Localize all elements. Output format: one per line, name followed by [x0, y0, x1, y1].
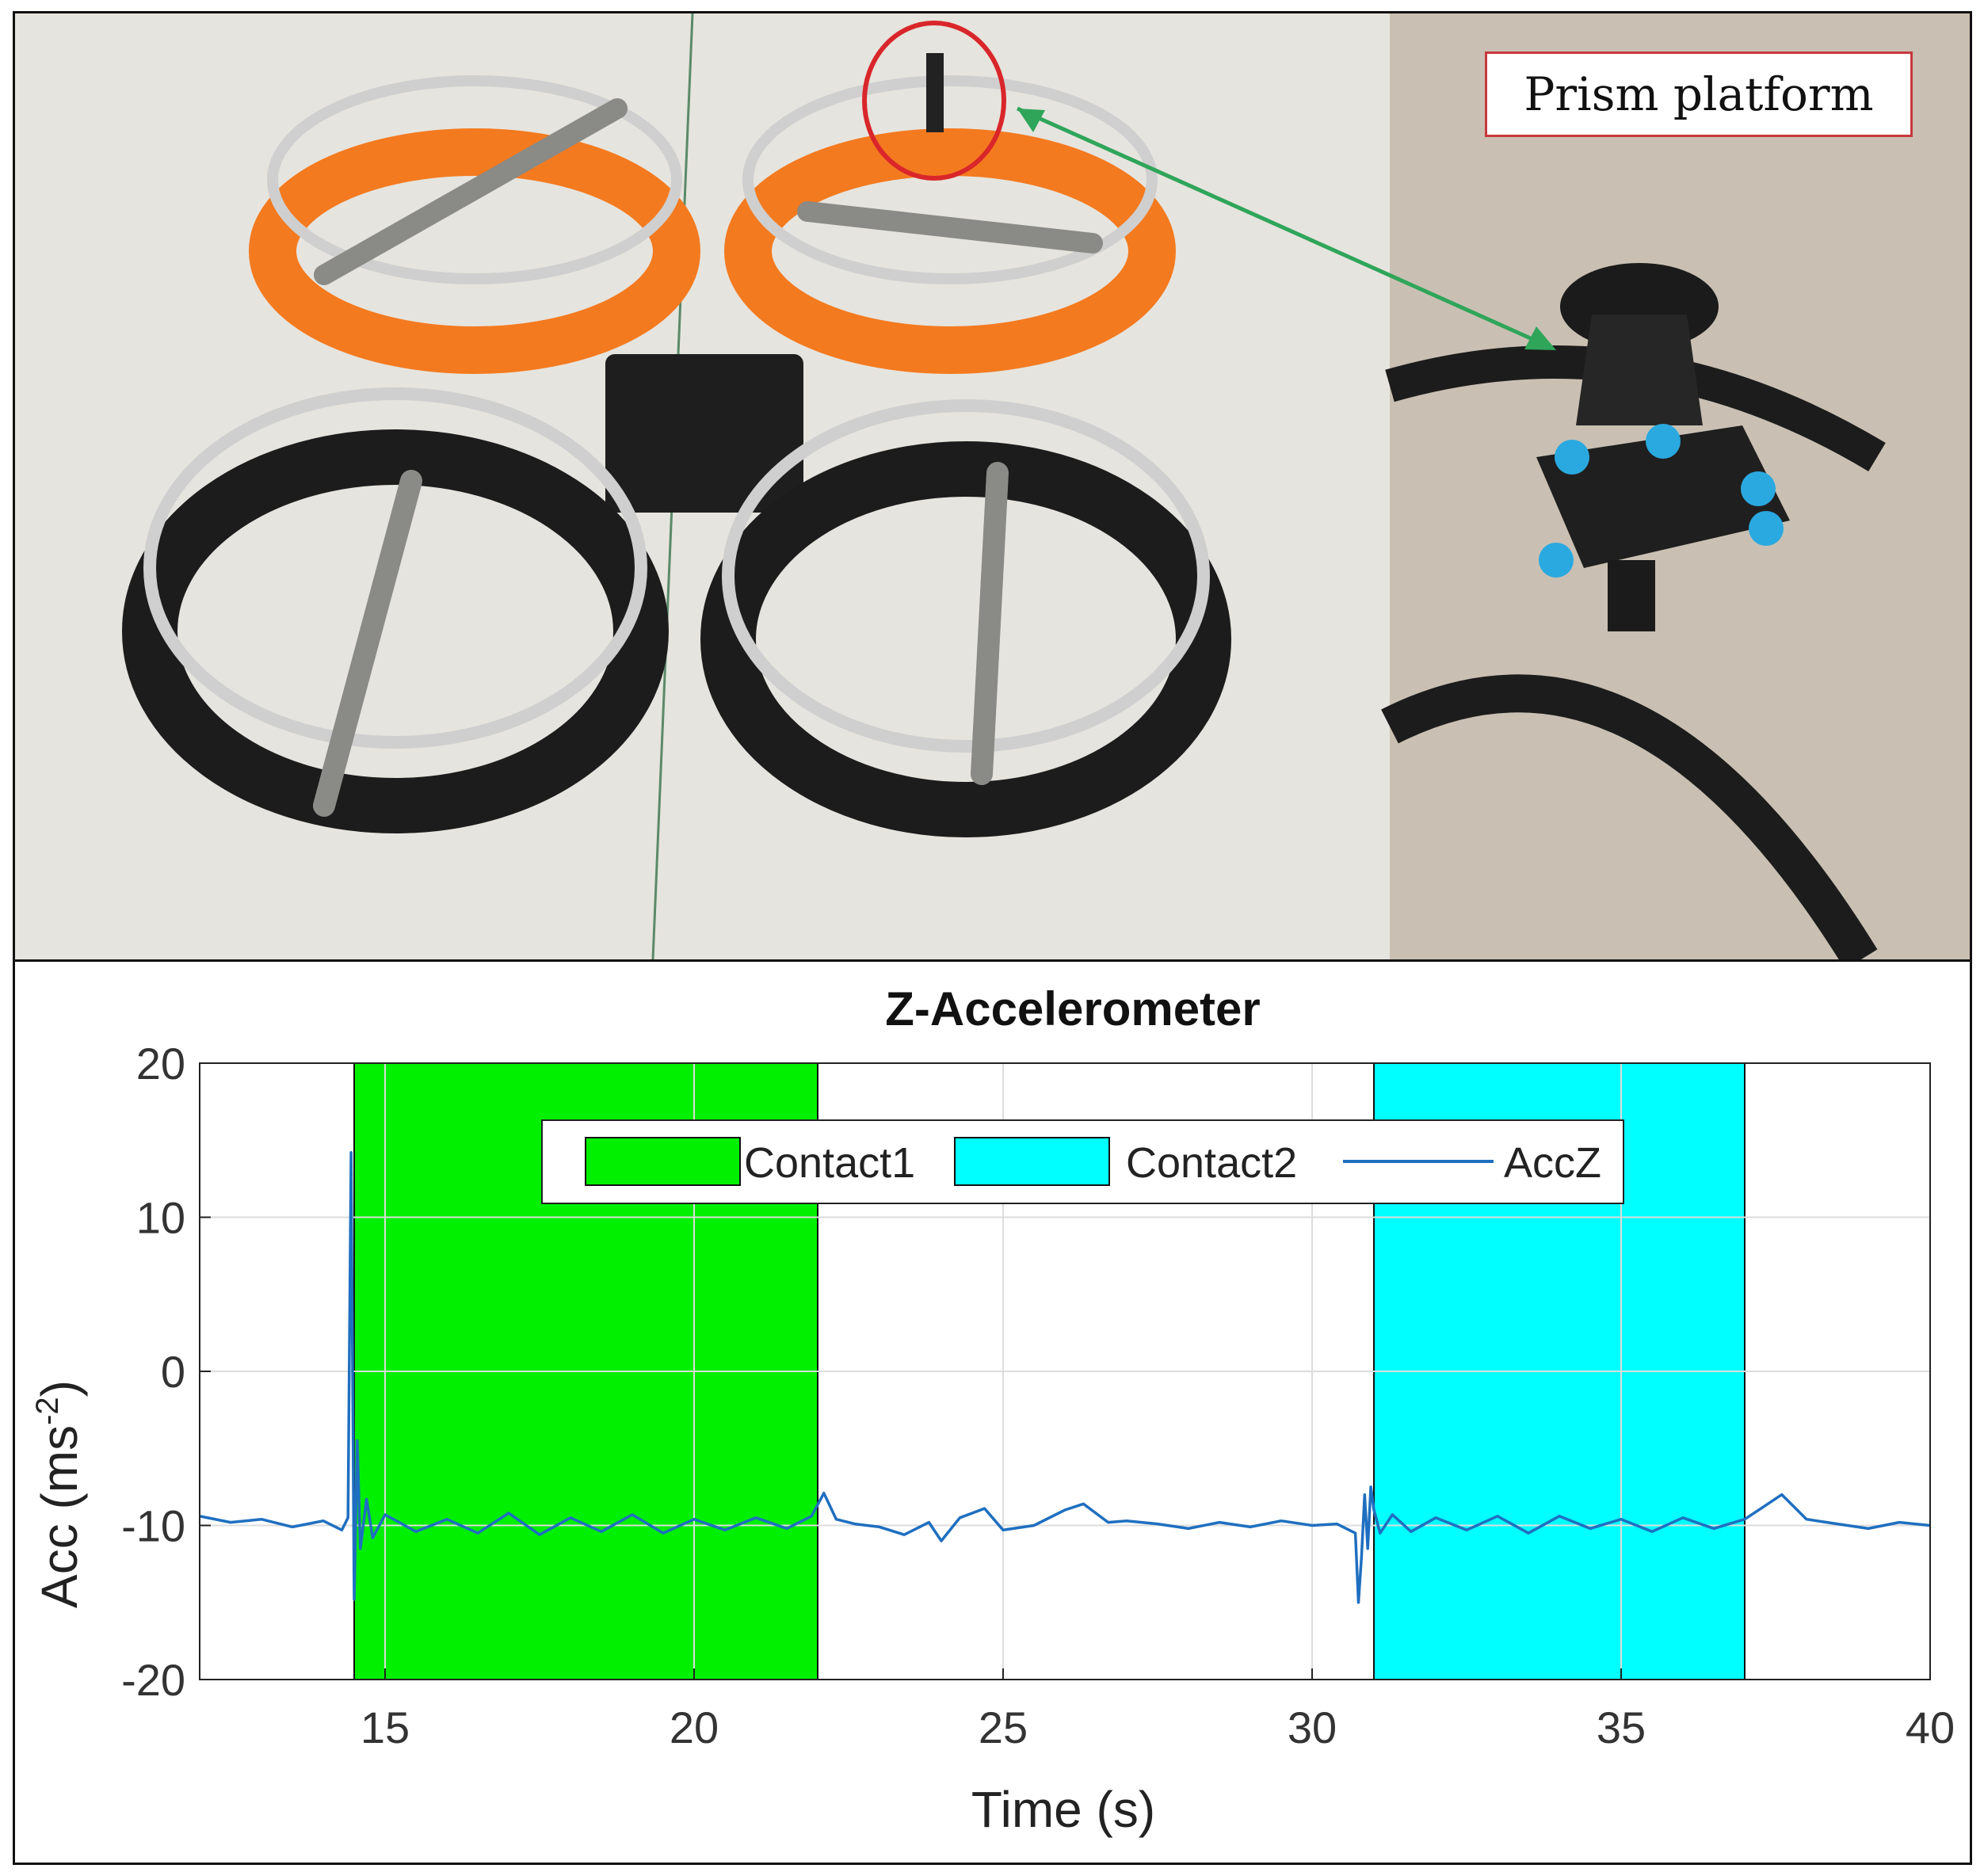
drone-photo-panel: Prism platform	[13, 11, 1972, 962]
y-axis-label: Acc (ms-2)	[30, 1380, 88, 1608]
prism-platform	[1536, 263, 1790, 631]
legend-swatch-contact1	[585, 1137, 741, 1186]
x-axis-label: Time (s)	[971, 1781, 1155, 1838]
legend-label-contact1: Contact1	[744, 1139, 915, 1187]
y-tick-label: -20	[121, 1655, 185, 1705]
y-axis-label-close: )	[31, 1380, 88, 1397]
drone-photo	[15, 13, 1970, 959]
rotor-guard-orange-left	[249, 75, 700, 374]
x-tick-label: 15	[361, 1703, 410, 1752]
y-tick-label: 0	[161, 1347, 185, 1397]
flight-controller-body	[605, 354, 803, 513]
rotor-guard-black-right	[700, 399, 1231, 837]
rotor-guard-orange-right	[724, 75, 1176, 374]
callout-arrow	[1016, 106, 1556, 350]
chart-title: Z-Accelerometer	[885, 982, 1261, 1035]
series-line-accz	[199, 1151, 1931, 1604]
rotor-guard-black-left	[122, 387, 669, 833]
legend: Contact1 Contact2 AccZ	[541, 1119, 1624, 1204]
y-axis-label-main: Acc (ms	[31, 1425, 88, 1608]
legend-label-contact2: Contact2	[1126, 1139, 1297, 1187]
prism-highlight-circle	[862, 21, 1006, 181]
prism-platform-label: Prism platform	[1485, 51, 1913, 137]
x-tick-label: 30	[1288, 1703, 1337, 1752]
series-layer	[199, 1151, 1931, 1604]
y-tick-label: 20	[136, 1039, 185, 1089]
y-tick-label: -10	[121, 1501, 185, 1551]
prism-mount-small	[926, 53, 944, 132]
x-tick-label: 25	[979, 1703, 1028, 1752]
y-tick-label: 10	[136, 1193, 185, 1243]
legend-swatch-contact2	[954, 1137, 1110, 1186]
y-axis-label-exponent: -2	[30, 1397, 65, 1425]
inset-ring-bottom	[1381, 674, 1878, 959]
legend-label-accz: AccZ	[1504, 1139, 1601, 1187]
tick-labels: 15 20 25 30 35 40 -20 -10 0 10 20	[121, 1039, 1955, 1752]
x-tick-label: 20	[670, 1703, 719, 1752]
x-tick-label: 35	[1597, 1703, 1646, 1752]
x-tick-label: 40	[1906, 1703, 1955, 1752]
